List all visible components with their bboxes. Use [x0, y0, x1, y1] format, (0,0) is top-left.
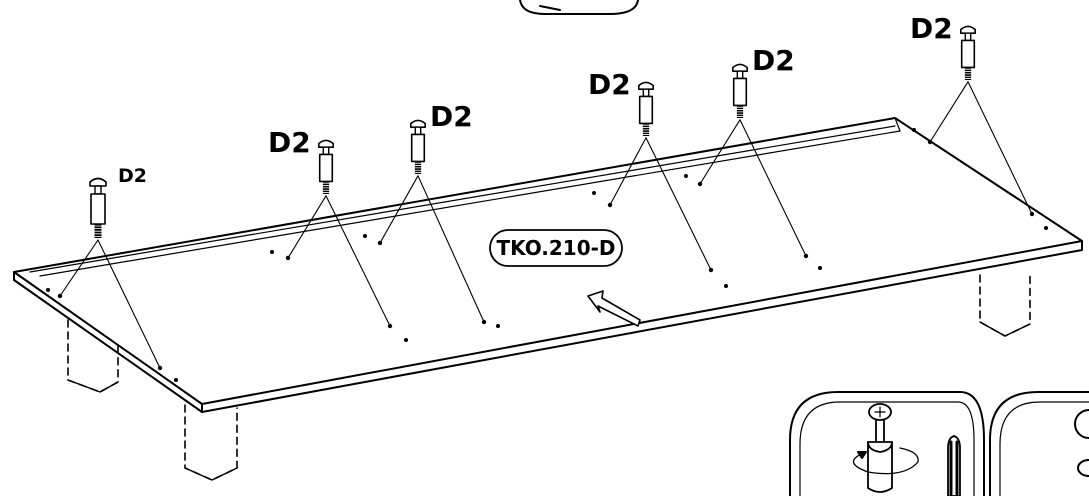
leg-rims — [67, 321, 1031, 481]
leader-line — [379, 175, 419, 244]
dowel-screw-icon — [732, 63, 748, 118]
leader-line — [929, 81, 969, 143]
hole-dot — [496, 324, 500, 328]
dowel-screw-icon — [318, 139, 334, 194]
detail-callout-partial — [989, 391, 1089, 496]
top-callout-fragment — [519, 0, 639, 15]
leg-left-back — [67, 319, 119, 393]
hole-dot — [684, 174, 688, 178]
leader-line — [645, 137, 712, 271]
hole-dot — [818, 266, 822, 270]
leader-line — [609, 137, 647, 206]
dowel-screw-icon — [960, 25, 976, 80]
top-callout-detail — [539, 5, 561, 11]
hole-dot — [270, 250, 274, 254]
direction-arrow-icon — [587, 290, 641, 327]
leader-lines — [59, 81, 1033, 369]
screwdriver-icon — [947, 435, 961, 496]
hole-dot — [404, 338, 408, 342]
screw-label: D2 — [430, 100, 473, 133]
leader-line — [417, 175, 485, 323]
screw-label: D2 — [752, 44, 795, 77]
dowel-screw-icon — [410, 119, 426, 174]
dowel-screw-icon — [89, 177, 107, 238]
screw-label: D2 — [910, 12, 953, 45]
leader-line — [325, 195, 391, 327]
hole-dot — [1044, 226, 1048, 230]
leader-line — [739, 119, 807, 257]
detail-callout-screw — [789, 391, 985, 496]
leader-line — [59, 239, 99, 297]
leg-left-front — [184, 404, 238, 481]
part-code-badge: TKO.210-D — [489, 229, 623, 267]
hole-dot — [592, 191, 596, 195]
leader-line — [699, 119, 741, 185]
hole-dot — [174, 378, 178, 382]
part-code-text: TKO.210-D — [496, 236, 615, 260]
rotation-arrow-icon — [852, 447, 919, 475]
screw-label: D2 — [268, 126, 311, 159]
screw-label: D2 — [118, 165, 147, 187]
leader-line — [287, 195, 327, 259]
hole-dot — [363, 234, 367, 238]
dowel-screw-icon — [638, 81, 654, 136]
leader-line — [967, 81, 1033, 215]
hole-dot — [46, 288, 50, 292]
hole-dot — [912, 128, 916, 132]
dowel-screw-icon — [867, 403, 893, 493]
hole-dot — [724, 284, 728, 288]
leader-line — [97, 239, 161, 369]
panel-front-edge — [13, 271, 203, 413]
screw-label: D2 — [588, 68, 631, 101]
